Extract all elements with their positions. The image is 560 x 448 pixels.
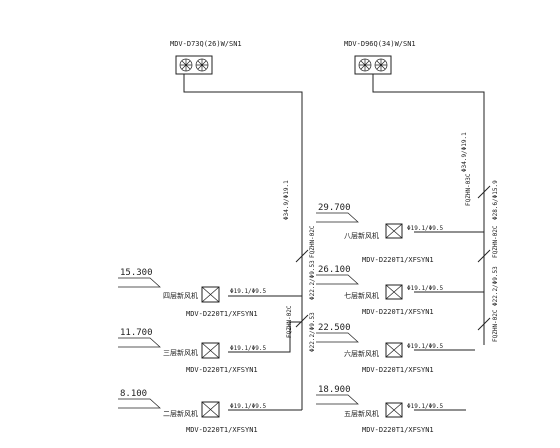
room-label: 三层新风机 [163,348,198,357]
room-label: 八层新风机 [344,231,379,240]
svg-text:26.100: 26.100 [318,265,351,275]
indoor-unit-8f: 八层新风机 Φ19.1/Φ9.5 MDV-D220T1/XFSYN1 [344,223,444,264]
indoor-unit-7f: 七层新风机 Φ19.1/Φ9.5 MDV-D220T1/XFSYN1 [344,284,444,316]
pipe-size: Φ19.1/Φ9.5 [230,288,267,295]
svg-text:18.900: 18.900 [318,385,351,395]
room-label: 五层新风机 [344,409,379,418]
elevation-marker: 11.700 [118,328,161,348]
right-branch3-joint-label: FQZHN-02C [492,309,499,342]
elevation-marker: 29.700 [316,203,359,223]
outdoor-unit-1: MDV-D73Q(26)W/SN1 [170,40,242,75]
indoor-model: MDV-D220T1/XFSYN1 [186,426,258,434]
room-label: 六层新风机 [344,349,379,358]
indoor-model: MDV-D220T1/XFSYN1 [362,256,434,264]
indoor-model: MDV-D220T1/XFSYN1 [186,310,258,318]
elevation-marker: 26.100 [316,265,359,285]
svg-text:8.100: 8.100 [120,389,147,399]
outdoor-unit-2: MDV-D96Q(34)W/SN1 [344,40,416,75]
pipe-size: Φ19.1/Φ9.5 [407,285,444,292]
fan-icon [358,58,372,72]
room-label: 二层新风机 [163,409,198,418]
pipe-size: Φ19.1/Φ9.5 [230,403,267,410]
indoor-unit-6f: 六层新风机 Φ19.1/Φ9.5 MDV-D220T1/XFSYN1 [344,342,444,374]
left-riser-piping [183,74,309,411]
indoor-model: MDV-D220T1/XFSYN1 [186,366,258,374]
fan-icon [374,58,388,72]
outdoor-unit-1-body [175,55,213,75]
svg-text:15.300: 15.300 [120,268,153,278]
pipe-size: Φ19.1/Φ9.5 [230,345,267,352]
indoor-unit-3f: 三层新风机 Φ19.1/Φ9.5 MDV-D220T1/XFSYN1 [163,342,267,374]
right-sub-pipe-size: Φ28.6/Φ15.9 [492,180,499,220]
room-label: 四层新风机 [163,291,198,300]
right-branch2-joint-label: FQZHN-02C [492,225,499,258]
outdoor-unit-2-label: MDV-D96Q(34)W/SN1 [344,40,416,48]
left-sub-pipe-size: Φ22.2/Φ9.53 [309,260,316,300]
left-sub2-pipe-size: Φ22.2/Φ9.53 [309,312,316,352]
left-branch-joint-label: FQZHN-02C [309,225,316,258]
elevation-marker: 15.300 [118,268,161,288]
svg-text:22.500: 22.500 [318,323,351,333]
indoor-unit-2f: 二层新风机 Φ19.1/Φ9.5 MDV-D220T1/XFSYN1 [163,401,267,434]
indoor-unit-4f: 四层新风机 Φ19.1/Φ9.5 MDV-D220T1/XFSYN1 [163,286,267,318]
left-main-pipe-size: Φ34.9/Φ19.1 [283,180,290,220]
indoor-model: MDV-D220T1/XFSYN1 [362,308,434,316]
right-riser-piping [372,74,491,411]
svg-text:11.700: 11.700 [120,328,153,338]
right-sub2-pipe-size: Φ22.2/Φ9.53 [492,266,499,306]
pipe-size: Φ19.1/Φ9.5 [407,343,444,350]
right-branch-joint-label: FQZHN-03C [465,173,472,206]
indoor-unit-5f: 五层新风机 Φ19.1/Φ9.5 MDV-D220T1/XFSYN1 [344,402,444,434]
elevation-marker: 18.900 [316,385,359,405]
indoor-model: MDV-D220T1/XFSYN1 [362,366,434,374]
svg-text:29.700: 29.700 [318,203,351,213]
fan-icon [195,58,209,72]
outdoor-unit-1-label: MDV-D73Q(26)W/SN1 [170,40,242,48]
indoor-model: MDV-D220T1/XFSYN1 [362,426,434,434]
pipe-size: Φ19.1/Φ9.5 [407,225,444,232]
room-label: 七层新风机 [344,291,379,300]
right-main-pipe-size: Φ34.9/Φ19.1 [461,132,468,172]
elevation-marker: 22.500 [316,323,359,343]
pipe-size: Φ19.1/Φ9.5 [407,403,444,410]
fan-icon [179,58,193,72]
elevation-marker: 8.100 [118,389,161,409]
left-branch2-joint-label: FQZHN-02C [286,305,293,338]
